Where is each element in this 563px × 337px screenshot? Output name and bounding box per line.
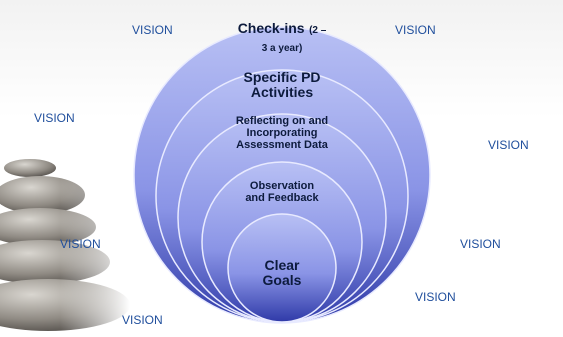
observation-line-1: Observation: [249, 180, 315, 192]
vision-label: VISION: [488, 138, 529, 152]
assessment-line-3: Assessment Data: [236, 139, 328, 152]
goals-line-2: Goals: [262, 272, 302, 289]
pd-activities-line-1: Specific PD: [243, 69, 321, 85]
assessment-line-1: Reflecting on and: [235, 115, 329, 127]
goals-line-1: Clear: [264, 257, 300, 273]
ring-goals: [227, 213, 337, 323]
vision-label: VISION: [34, 111, 75, 125]
vision-label: VISION: [122, 313, 163, 327]
check-ins-small-1: (2 –: [309, 25, 327, 36]
vision-label: VISION: [395, 23, 436, 37]
vision-label: VISION: [415, 290, 456, 304]
vision-label: VISION: [460, 237, 501, 251]
vision-label: VISION: [60, 237, 101, 251]
observation-label: Observation and Feedback: [222, 180, 342, 204]
pd-activities-label: Specific PD Activities: [212, 69, 352, 101]
assessment-label: Reflecting on and Incorporating Assessme…: [207, 115, 357, 151]
goals-label: Clear Goals: [232, 257, 332, 289]
assessment-line-2: Incorporating: [246, 127, 318, 140]
observation-line-2: and Feedback: [245, 192, 319, 205]
check-ins-main: Check-ins: [237, 20, 305, 36]
check-ins-label: Check-ins (2 – 3 a year): [222, 20, 342, 55]
pd-activities-line-2: Activities: [250, 84, 314, 101]
check-ins-small-2: 3 a year): [261, 42, 303, 54]
vision-label: VISION: [132, 23, 173, 37]
